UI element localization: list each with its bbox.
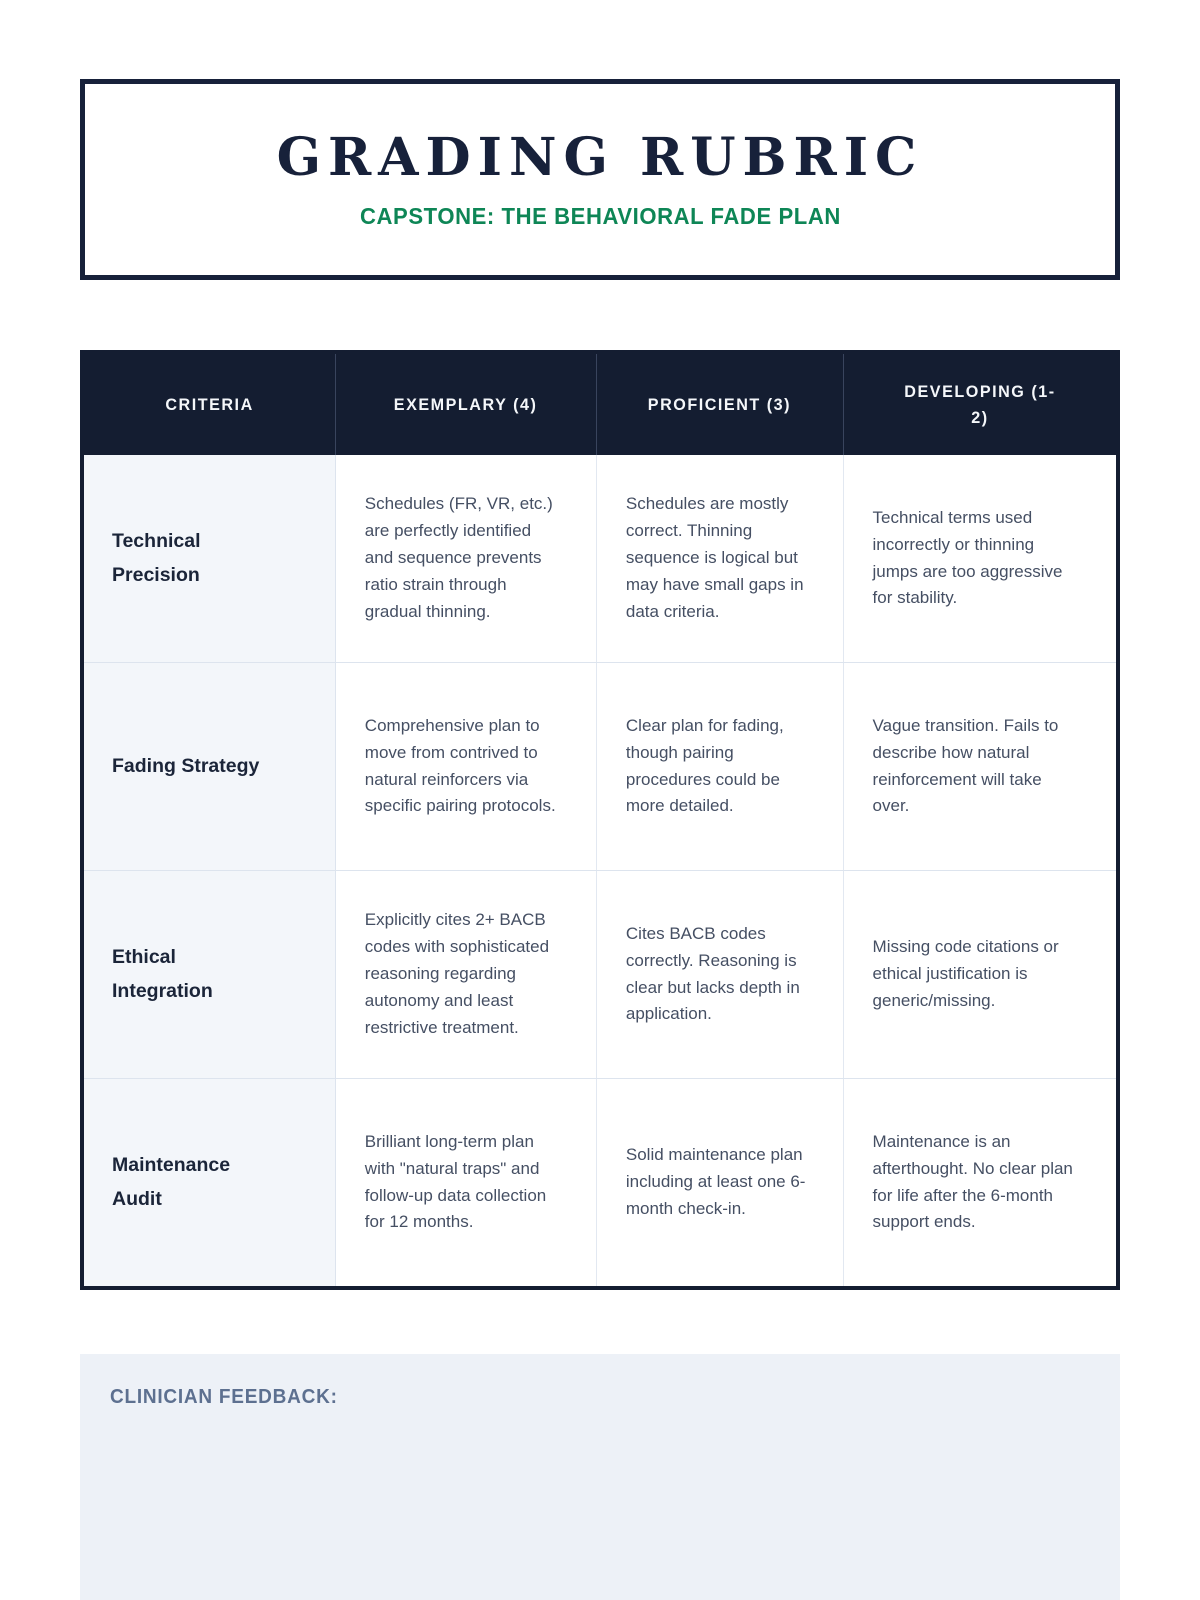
exemplary-cell: Schedules (FR, VR, etc.) are perfectly i… <box>335 455 597 662</box>
proficient-cell: Solid maintenance plan including at leas… <box>596 1079 844 1286</box>
column-header-proficient-label: PROFICIENT (3) <box>648 394 792 414</box>
exemplary-cell: Explicitly cites 2+ BACB codes with soph… <box>335 871 597 1078</box>
proficient-cell: Clear plan for fading, though pairing pr… <box>596 663 844 870</box>
column-header-exemplary-label: EXEMPLARY (4) <box>394 394 538 414</box>
clinician-feedback-panel: CLINICIAN FEEDBACK: <box>80 1354 1120 1600</box>
column-header-criteria-label: CRITERIA <box>165 394 254 414</box>
criteria-cell: Technical Precision <box>84 455 336 662</box>
title-card: GRADING RUBRIC CAPSTONE: THE BEHAVIORAL … <box>80 79 1120 280</box>
column-header-developing-label: DEVELOPING (1-2) <box>904 382 1056 427</box>
criteria-cell: Ethical Integration <box>84 871 336 1078</box>
developing-cell: Vague transition. Fails to describe how … <box>843 663 1116 870</box>
page-title: GRADING RUBRIC <box>276 127 924 189</box>
exemplary-cell: Comprehensive plan to move from contrive… <box>335 663 597 870</box>
column-header-developing: DEVELOPING (1-2) <box>844 354 1116 455</box>
developing-cell: Missing code citations or ethical justif… <box>843 871 1116 1078</box>
table-row-maintenance-audit: Maintenance Audit Brilliant long-term pl… <box>84 1078 1116 1286</box>
column-header-criteria: CRITERIA <box>84 354 336 455</box>
criteria-cell: Fading Strategy <box>84 663 336 870</box>
proficient-cell: Cites BACB codes correctly. Reasoning is… <box>596 871 844 1078</box>
table-row-ethical-integration: Ethical Integration Explicitly cites 2+ … <box>84 870 1116 1078</box>
page-subtitle: CAPSTONE: THE BEHAVIORAL FADE PLAN <box>359 202 841 229</box>
exemplary-cell: Brilliant long-term plan with "natural t… <box>335 1079 597 1286</box>
developing-cell: Maintenance is an afterthought. No clear… <box>843 1079 1116 1286</box>
rubric-header-row: CRITERIA EXEMPLARY (4) PROFICIENT (3) DE… <box>84 354 1116 455</box>
clinician-feedback-label: CLINICIAN FEEDBACK: <box>110 1386 338 1408</box>
column-header-exemplary: EXEMPLARY (4) <box>336 354 597 455</box>
rubric-body: Technical Precision Schedules (FR, VR, e… <box>84 455 1116 1286</box>
table-row-fading-strategy: Fading Strategy Comprehensive plan to mo… <box>84 662 1116 870</box>
proficient-cell: Schedules are mostly correct. Thinning s… <box>596 455 844 662</box>
criteria-cell: Maintenance Audit <box>84 1079 336 1286</box>
column-header-proficient: PROFICIENT (3) <box>597 354 844 455</box>
table-row-technical-precision: Technical Precision Schedules (FR, VR, e… <box>84 455 1116 662</box>
developing-cell: Technical terms used incorrectly or thin… <box>843 455 1116 662</box>
rubric-table: CRITERIA EXEMPLARY (4) PROFICIENT (3) DE… <box>80 350 1120 1290</box>
